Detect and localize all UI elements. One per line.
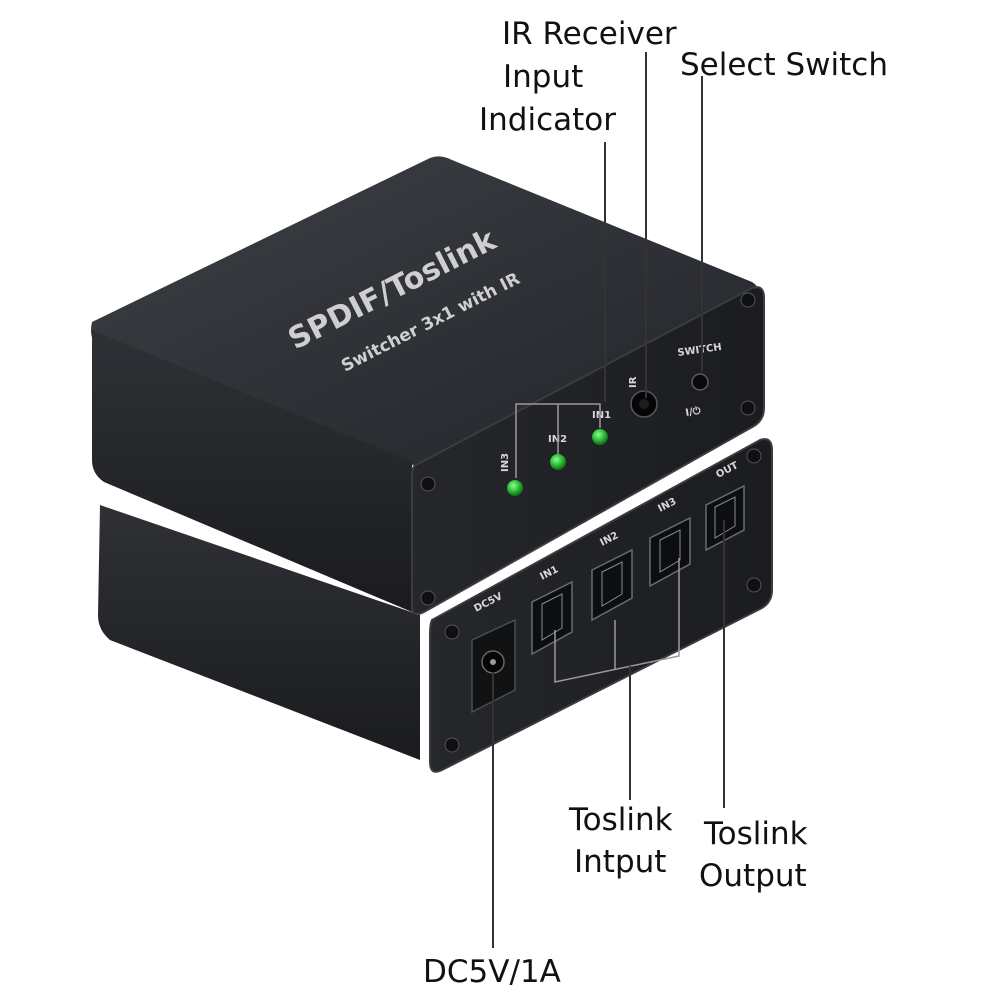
callout-toslink-input-line2: Intput (574, 844, 666, 880)
toslink-port-out (705, 484, 745, 552)
callout-toslink-input-line1: Toslink (568, 802, 673, 838)
callout-ir-receiver: IR Receiver (502, 16, 677, 52)
toslink-port-in2 (591, 548, 633, 622)
led-label-in3: IN3 (500, 453, 511, 472)
dc-power-jack (471, 618, 516, 714)
ir-receiver (630, 390, 658, 418)
toslink-port-in1 (531, 580, 573, 656)
power-symbol-label: I/⏻ (684, 404, 701, 418)
ir-label: IR (628, 376, 639, 388)
upper-unit: SPDIF/Toslink Switcher 3x1 with IR IN3 I… (91, 156, 765, 615)
select-switch-button[interactable] (691, 373, 709, 391)
leader-lines (492, 52, 725, 948)
led-indicator-in2 (550, 454, 566, 470)
callout-power: DC5V/1A (423, 954, 561, 990)
callout-input-indicator-line1: Input (503, 59, 583, 95)
callout-input-indicator-line2: Indicator (479, 102, 616, 138)
toslink-port-in3 (649, 516, 691, 588)
callout-toslink-output-line1: Toslink (703, 816, 808, 852)
led-label-in1: IN1 (592, 410, 611, 421)
screw-icon (444, 448, 762, 753)
callouts: IR Receiver Input Indicator Select Switc… (423, 16, 888, 990)
led-indicator-in1 (592, 429, 608, 445)
led-indicator-in3 (507, 480, 523, 496)
callout-select-switch: Select Switch (680, 47, 888, 83)
lower-unit: DC5V IN1 IN2 IN3 OUT (98, 438, 773, 773)
callout-toslink-output-line2: Output (699, 858, 807, 894)
screw-icon (420, 292, 756, 606)
